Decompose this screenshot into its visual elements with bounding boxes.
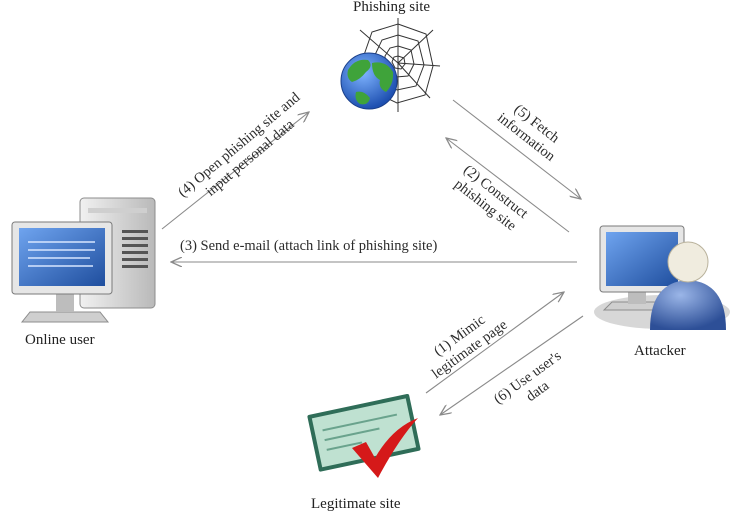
desktop-computer-icon [11,197,156,323]
arrow-step4 [161,112,309,230]
check-card-icon [307,393,421,478]
legitimate-site-label: Legitimate site [311,496,401,512]
arrow-step6 [440,315,584,415]
edge-label-step3: (3) Send e-mail (attach link of phishing… [180,238,438,254]
arrow-step1 [425,292,564,394]
arrows [161,99,584,415]
attacker-label: Attacker [634,343,686,359]
globe-spiderweb-icon [340,18,441,112]
arrow-step2 [446,138,570,233]
phishing-site-label: Phishing site [353,0,431,15]
online-user-label: Online user [25,332,95,348]
arrow-step5 [452,99,581,199]
attacker-computer-icon [594,225,730,330]
